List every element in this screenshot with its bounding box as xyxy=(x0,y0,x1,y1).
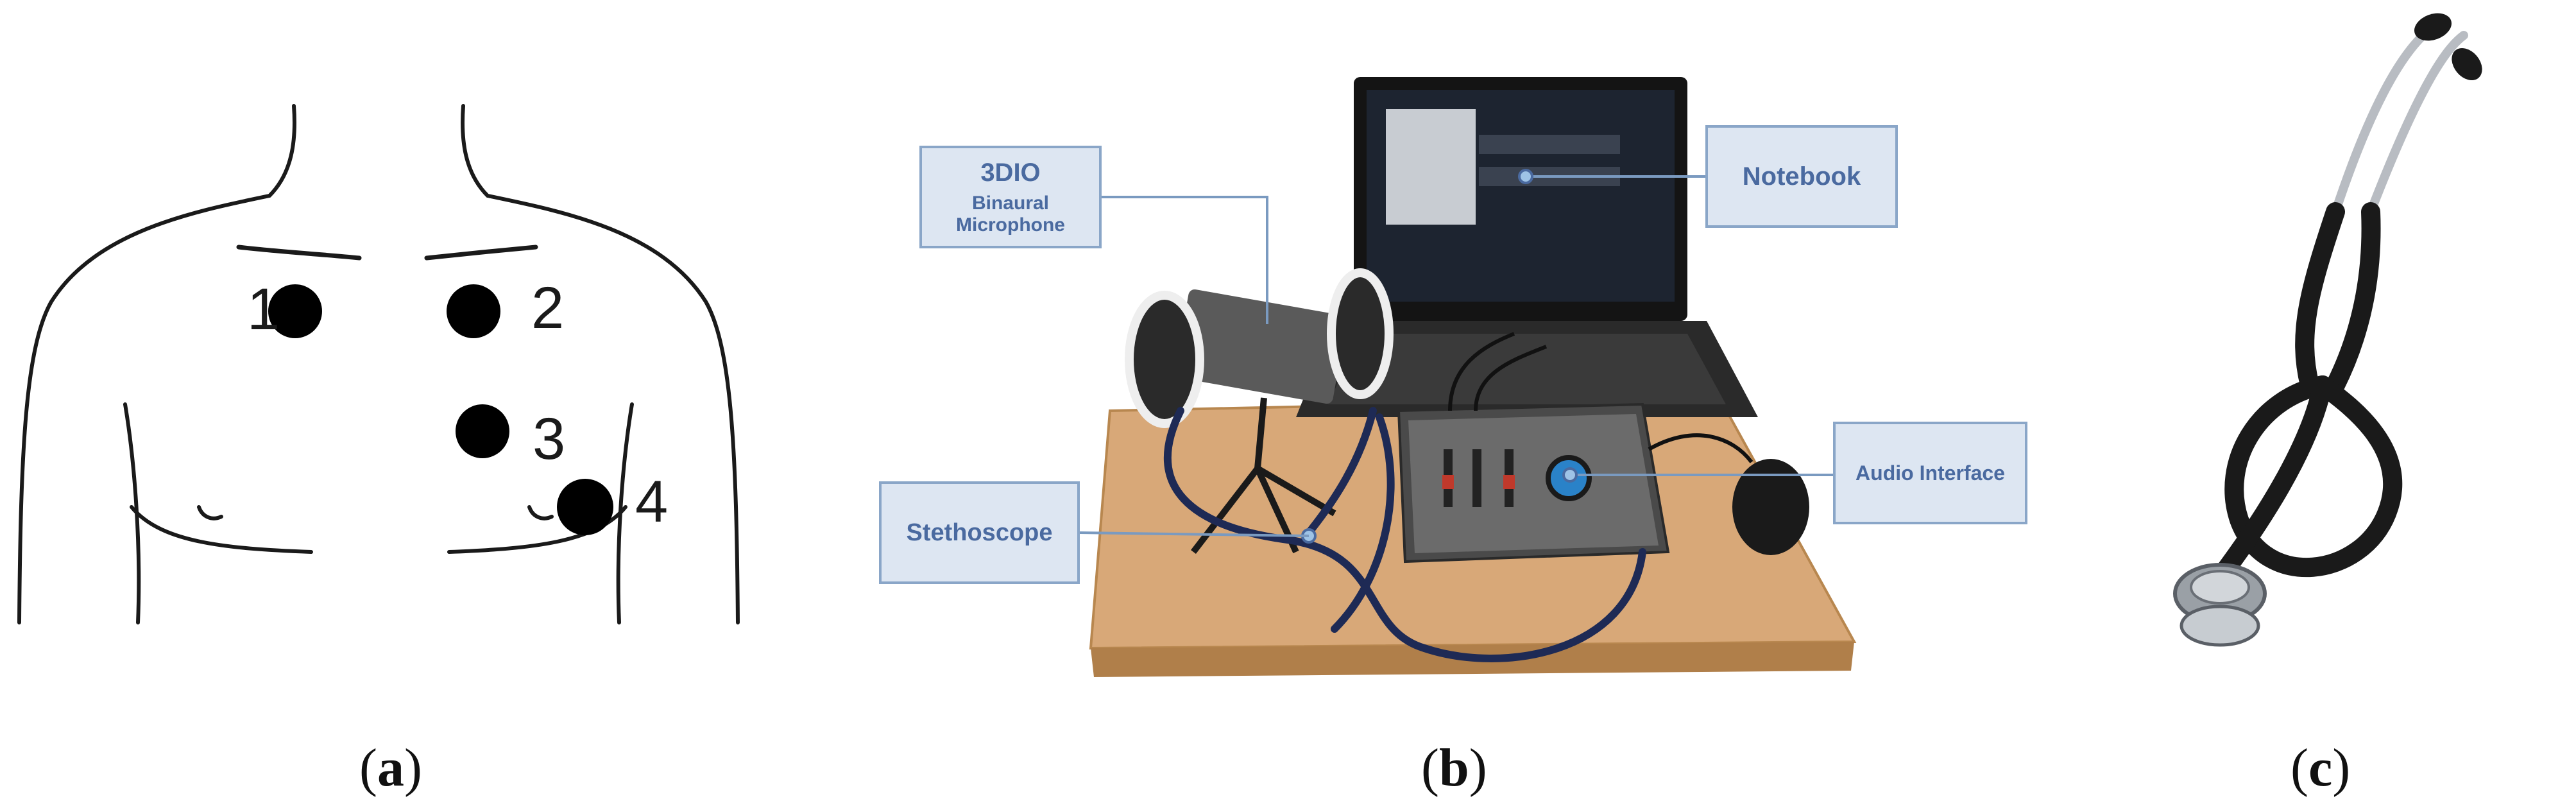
panel-b-recording-setup: 3DIO Binaural Microphone Notebook Audio … xyxy=(808,0,2066,808)
point-4-marker xyxy=(557,479,613,535)
panel-c-stethoscope: (c) xyxy=(2066,0,2576,808)
label-connector-lines xyxy=(1079,175,1833,537)
stethoscope-illustration xyxy=(2173,13,2482,647)
tubing-loop xyxy=(2224,375,2403,578)
caption-a: (a) xyxy=(359,738,422,798)
lower-tubing xyxy=(2210,375,2332,587)
stethoscope-label: Stethoscope xyxy=(879,481,1080,584)
point-label-1: 1 xyxy=(247,277,280,342)
point-2-marker xyxy=(447,284,500,338)
point-label-2: 2 xyxy=(531,275,565,341)
cables xyxy=(1448,332,1753,463)
upper-tubing xyxy=(2295,202,2345,395)
notebook-label-text: Notebook xyxy=(1742,162,1861,191)
setup-photo-illustration xyxy=(1079,77,1857,677)
notebook-label: Notebook xyxy=(1705,125,1898,228)
left-ear-mic xyxy=(1125,291,1204,428)
right-ear-tip xyxy=(2452,47,2482,81)
microphone-label: 3DIO Binaural Microphone xyxy=(919,146,1102,248)
point-label-3: 3 xyxy=(533,406,566,472)
right-binaural-tube xyxy=(2366,31,2468,216)
microphone-label-title: 3DIO xyxy=(980,158,1041,187)
left-ear-tip xyxy=(2414,13,2452,41)
right-ear-mic xyxy=(1327,268,1394,399)
point-1-marker xyxy=(268,284,322,338)
point-3-marker xyxy=(456,404,509,458)
binaural-microphone-body xyxy=(1175,289,1347,404)
audio-interface-label: Audio Interface xyxy=(1833,422,2027,524)
audio-interface-label-text: Audio Interface xyxy=(1855,461,2005,485)
stethoscope-label-text: Stethoscope xyxy=(906,519,1053,546)
auscultation-points xyxy=(268,284,613,535)
panel-a-chest-diagram: 1 2 3 4 (a) xyxy=(0,0,808,808)
microphone-label-subtitle: Binaural Microphone xyxy=(956,192,1065,236)
caption-b: (b) xyxy=(1421,738,1487,798)
computer-mouse xyxy=(1732,459,1809,555)
stethoscope-tubing xyxy=(1164,407,1646,662)
chest-outline-drawing xyxy=(17,104,740,624)
point-label-4: 4 xyxy=(635,469,669,535)
software-window-icon xyxy=(1386,109,1476,225)
caption-c: (c) xyxy=(2290,738,2351,798)
